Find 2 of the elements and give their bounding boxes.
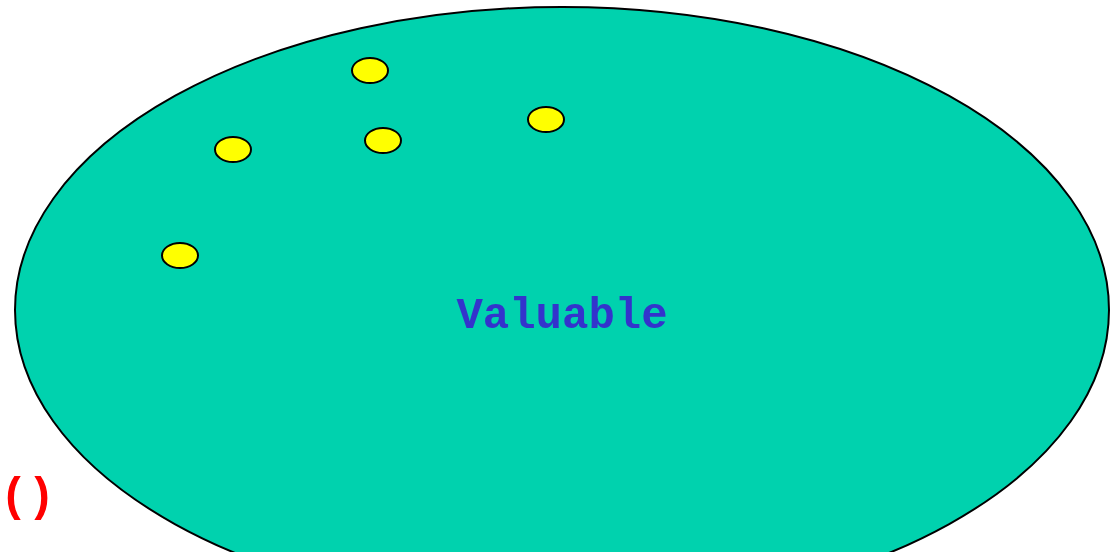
region-label: Valuable bbox=[455, 291, 669, 341]
code-text: () bbox=[0, 472, 56, 524]
